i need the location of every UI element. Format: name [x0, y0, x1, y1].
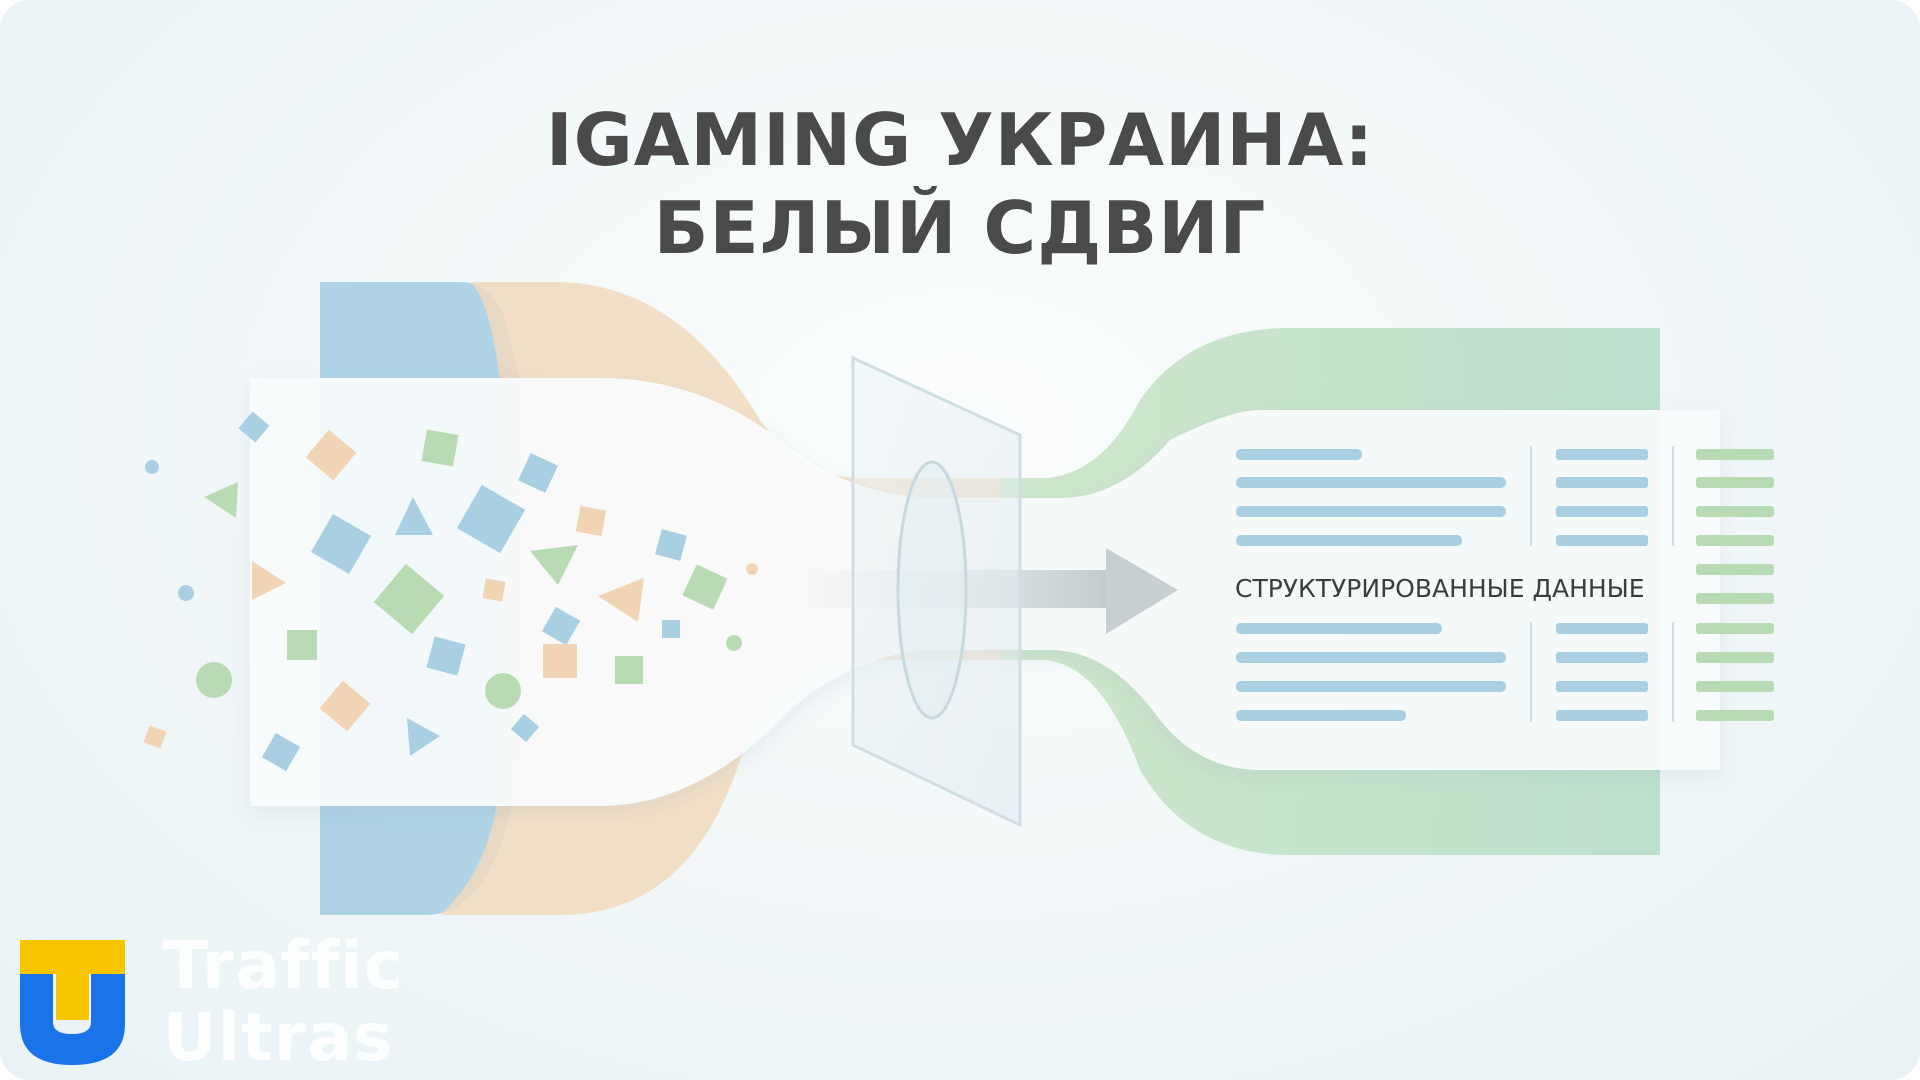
structured-data-label: СТРУКТУРИРОВАННЫЕ ДАННЫЕ [1235, 574, 1645, 603]
traffic-ultras-logo-icon [20, 940, 125, 1065]
title-line-2: БЕЛЫЙ СДВИГ [653, 186, 1267, 270]
chaotic-shapes [143, 411, 758, 772]
title-line-1: IGAMING УКРАИНА: [545, 98, 1375, 182]
structured-data-table [1236, 446, 1774, 722]
flow-arrow-head [1106, 548, 1178, 634]
brand-line-2: Ultras [163, 999, 394, 1076]
brand-line-1: Traffic [163, 927, 405, 1004]
filter-lens [896, 460, 968, 720]
slide-title: IGAMING УКРАИНА: БЕЛЫЙ СДВИГ [0, 96, 1920, 272]
brand-name: Traffic Ultras [163, 930, 404, 1074]
